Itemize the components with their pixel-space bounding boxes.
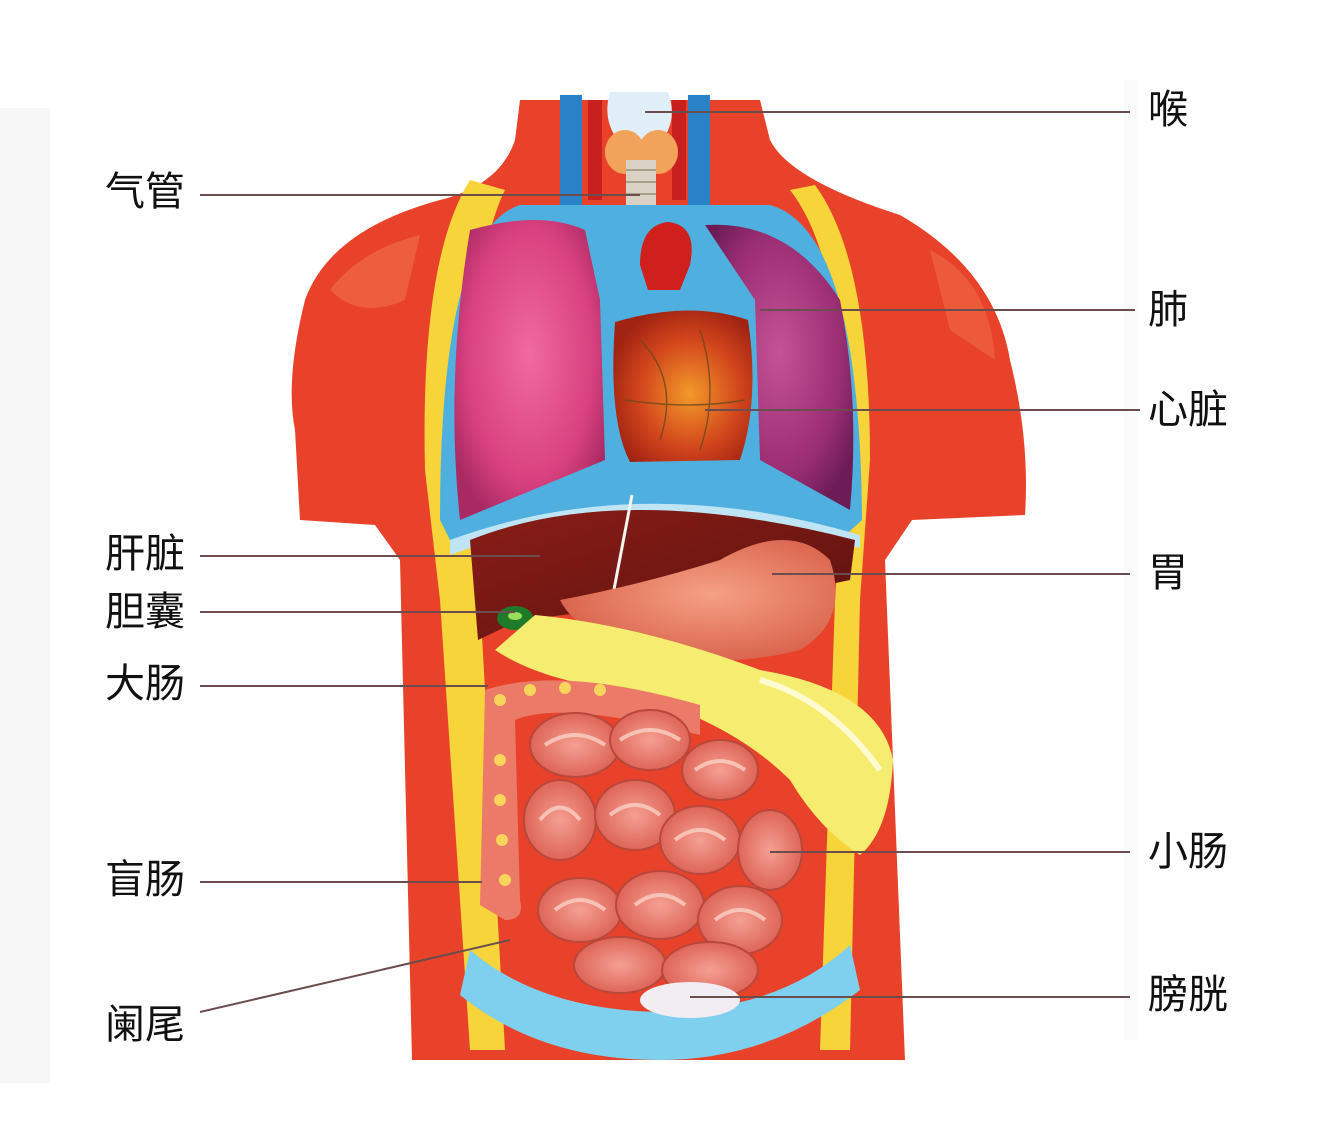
- bladder-shape: [640, 982, 740, 1018]
- label-larynx: 喉: [1148, 87, 1188, 133]
- label-appendix: 阑尾: [105, 1002, 185, 1048]
- label-trachea: 气管: [105, 169, 185, 215]
- label-cecum: 盲肠: [105, 857, 185, 903]
- label-lung: 肺: [1148, 287, 1188, 333]
- leader-lines: [199, 111, 1140, 1013]
- label-large-intestine: 大肠: [105, 661, 185, 707]
- label-bladder: 膀胱: [1148, 972, 1228, 1018]
- left-lung-shape: [454, 220, 605, 520]
- heart-shape: [613, 310, 753, 462]
- label-small-intestine: 小肠: [1148, 829, 1228, 875]
- label-liver: 肝脏: [105, 531, 185, 577]
- label-heart: 心脏: [1148, 387, 1228, 433]
- label-gallbladder: 胆囊: [105, 589, 185, 635]
- left-background-panel: [0, 108, 50, 1083]
- larynx-shape: [607, 92, 672, 140]
- right-background-strip: [1124, 80, 1138, 1040]
- label-stomach: 胃: [1148, 550, 1188, 596]
- right-lung-shape: [705, 224, 854, 511]
- leader-appendix: [199, 939, 511, 1013]
